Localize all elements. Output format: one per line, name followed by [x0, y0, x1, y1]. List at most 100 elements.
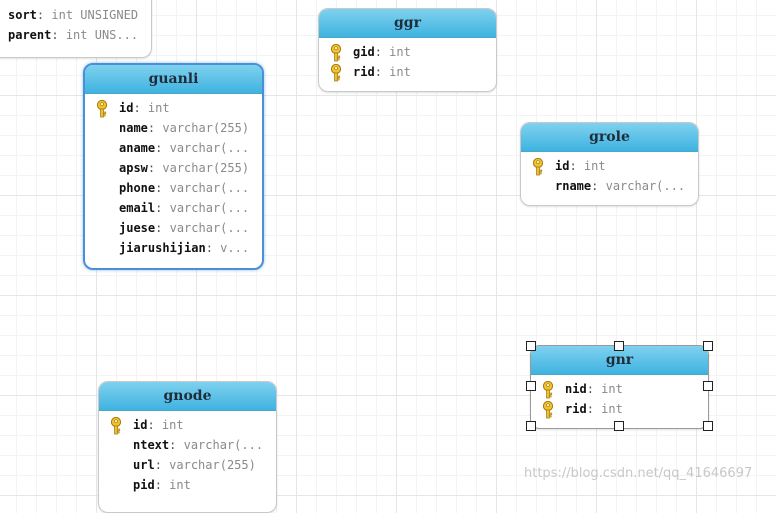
field-separator: :	[155, 221, 163, 235]
resize-handle-top-right[interactable]	[703, 341, 713, 351]
field-type: varchar(...	[169, 141, 250, 155]
primary-key-icon	[329, 64, 343, 82]
resize-handle-bottom-left[interactable]	[526, 421, 536, 431]
field-separator: :	[133, 101, 141, 115]
field-name: pid	[133, 478, 155, 492]
primary-key-icon	[541, 381, 555, 399]
field-row[interactable]: sort: int UNSIGNED	[0, 5, 151, 25]
resize-handle-top[interactable]	[614, 341, 624, 351]
field-name: jiarushijian	[119, 241, 206, 255]
field-row[interactable]: ntext: varchar(...	[99, 435, 276, 455]
field-row[interactable]: parent: int UNS...	[0, 25, 151, 45]
field-name: sort	[8, 8, 37, 22]
field-type: varchar(...	[169, 181, 250, 195]
resize-handle-right[interactable]	[703, 381, 713, 391]
field-type: varchar(255)	[162, 161, 250, 175]
field-type: int	[389, 45, 411, 59]
table-title: ggr	[319, 9, 496, 38]
field-type: int UNS...	[65, 28, 139, 42]
field-row[interactable]: rname: varchar(...	[521, 176, 698, 196]
field-separator: :	[154, 478, 162, 492]
field-name: url	[133, 458, 155, 472]
table-guanli[interactable]: guanli id: int name: varchar(255) aname:…	[83, 63, 264, 270]
field-row[interactable]: pid: int	[99, 475, 276, 495]
field-separator: :	[155, 201, 163, 215]
field-name: id	[119, 101, 134, 115]
field-name: id	[133, 418, 148, 432]
field-row[interactable]: apsw: varchar(255)	[85, 158, 262, 178]
field-separator: :	[374, 65, 382, 79]
primary-key-icon	[329, 44, 343, 62]
table-title: guanli	[85, 65, 262, 94]
resize-handle-top-left[interactable]	[526, 341, 536, 351]
field-name: nid	[565, 382, 587, 396]
field-list: id: int name: varchar(255) aname: varcha…	[85, 94, 262, 262]
field-row[interactable]: name: varchar(255)	[85, 118, 262, 138]
table-partial[interactable]: sort: int UNSIGNED parent: int UNS...	[0, 0, 152, 58]
field-name: rid	[565, 402, 587, 416]
field-name: aname	[119, 141, 156, 155]
field-type: varchar(255)	[162, 121, 250, 135]
field-row[interactable]: email: varchar(...	[85, 198, 262, 218]
field-row[interactable]: rid: int	[319, 62, 496, 82]
primary-key-icon	[531, 158, 545, 176]
field-separator: :	[147, 161, 156, 175]
field-name: juese	[119, 221, 156, 235]
field-separator: :	[154, 458, 162, 472]
primary-key-icon	[109, 417, 123, 435]
field-name: name	[119, 121, 148, 135]
table-title: grole	[521, 123, 698, 152]
field-name: parent	[8, 28, 52, 42]
field-type: int	[583, 159, 606, 173]
field-row[interactable]: juese: varchar(...	[85, 218, 262, 238]
field-separator: :	[169, 438, 177, 452]
table-gnode[interactable]: gnode id: int ntext: varchar(... url: va…	[98, 381, 277, 513]
field-type: int	[147, 101, 170, 115]
field-name: id	[555, 159, 570, 173]
field-type: varchar(...	[183, 438, 264, 452]
field-type: varchar(255)	[169, 458, 256, 472]
field-separator: :	[205, 241, 213, 255]
field-type: varchar(...	[169, 221, 250, 235]
field-list: nid: int rid: int	[531, 375, 708, 423]
field-separator: :	[147, 418, 155, 432]
field-row[interactable]: id: int	[521, 156, 698, 176]
primary-key-icon	[95, 100, 109, 118]
field-row[interactable]: phone: varchar(...	[85, 178, 262, 198]
field-name: gid	[353, 45, 375, 59]
field-row[interactable]: jiarushijian: v...	[85, 238, 262, 258]
table-ggr[interactable]: ggr gid: int rid: int	[318, 8, 497, 92]
field-row[interactable]: nid: int	[531, 379, 708, 399]
resize-handle-bottom[interactable]	[614, 421, 624, 431]
table-grole[interactable]: grole id: int rname: varchar(...	[520, 122, 699, 206]
field-separator: :	[155, 181, 163, 195]
field-row[interactable]: id: int	[85, 98, 262, 118]
field-type: v...	[220, 241, 250, 255]
resize-handle-left[interactable]	[526, 381, 536, 391]
watermark: https://blog.csdn.net/qq_41646697	[524, 466, 753, 481]
field-type: int	[601, 382, 623, 396]
table-gnr[interactable]: gnr nid: int rid: int	[530, 345, 709, 429]
field-type: varchar(...	[605, 179, 686, 193]
field-row[interactable]: url: varchar(255)	[99, 455, 276, 475]
field-type: int	[389, 65, 411, 79]
table-title: gnode	[99, 382, 276, 411]
field-name: email	[119, 201, 156, 215]
field-row[interactable]: aname: varchar(...	[85, 138, 262, 158]
field-separator: :	[591, 179, 599, 193]
field-name: ntext	[133, 438, 170, 452]
field-type: int	[169, 478, 191, 492]
field-type: varchar(...	[169, 201, 250, 215]
resize-handle-bottom-right[interactable]	[703, 421, 713, 431]
primary-key-icon	[541, 401, 555, 419]
field-row[interactable]: rid: int	[531, 399, 708, 419]
field-type: int	[601, 402, 623, 416]
field-separator: :	[569, 159, 577, 173]
field-list: sort: int UNSIGNED parent: int UNS...	[0, 0, 151, 49]
field-row[interactable]: gid: int	[319, 42, 496, 62]
field-row[interactable]: id: int	[99, 415, 276, 435]
field-separator: :	[51, 28, 59, 42]
field-type: int	[161, 418, 184, 432]
field-name: apsw	[119, 161, 148, 175]
field-separator: :	[374, 45, 382, 59]
